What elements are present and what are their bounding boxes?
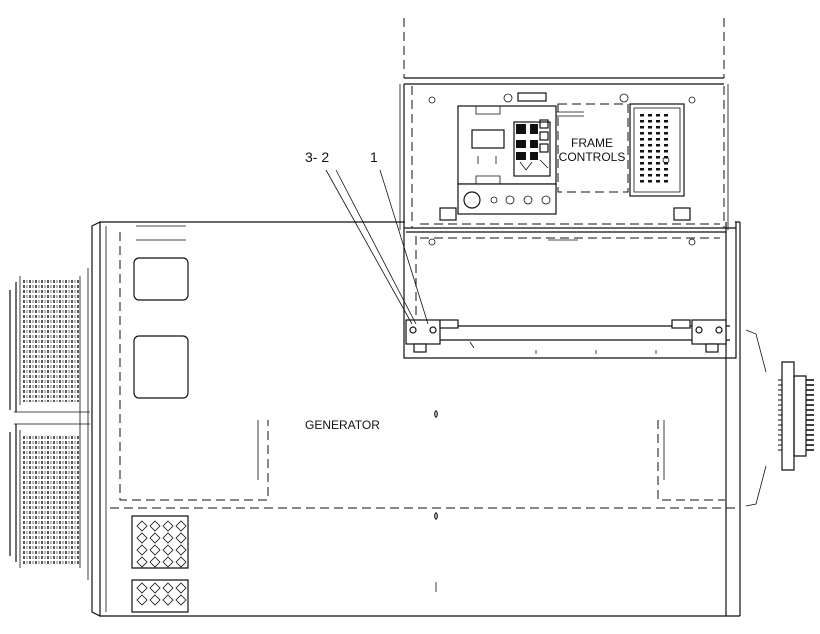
generator-label: GENERATOR — [305, 418, 380, 432]
vent-louvers — [136, 520, 187, 606]
control-module-icon — [457, 105, 557, 185]
callout-1: 1 — [370, 149, 378, 165]
terminal-connector — [745, 329, 814, 507]
frame-controls-label-line2: CONTROLS — [559, 150, 626, 164]
generator-housing — [91, 221, 741, 617]
fan-hatch-top — [23, 280, 79, 402]
fan-hatch-bottom — [23, 436, 79, 564]
rotary-switch-icon — [463, 191, 481, 209]
inspection-window-lower — [133, 335, 189, 399]
callout-leaders — [325, 169, 429, 325]
callout-3-2: 3- 2 — [305, 149, 329, 165]
mounting-bolt-icon — [409, 326, 417, 334]
terminal-teeth — [778, 379, 814, 451]
frame-controls-area — [557, 103, 629, 193]
frame-controls-label-line1: FRAME — [571, 136, 613, 150]
switch-strip — [457, 183, 557, 215]
meter-panel-icon — [629, 103, 685, 197]
mounting-foot-right — [691, 319, 727, 345]
cooling-fan-grille — [9, 268, 90, 580]
control-box — [399, 18, 737, 359]
inspection-window-upper — [133, 257, 189, 301]
